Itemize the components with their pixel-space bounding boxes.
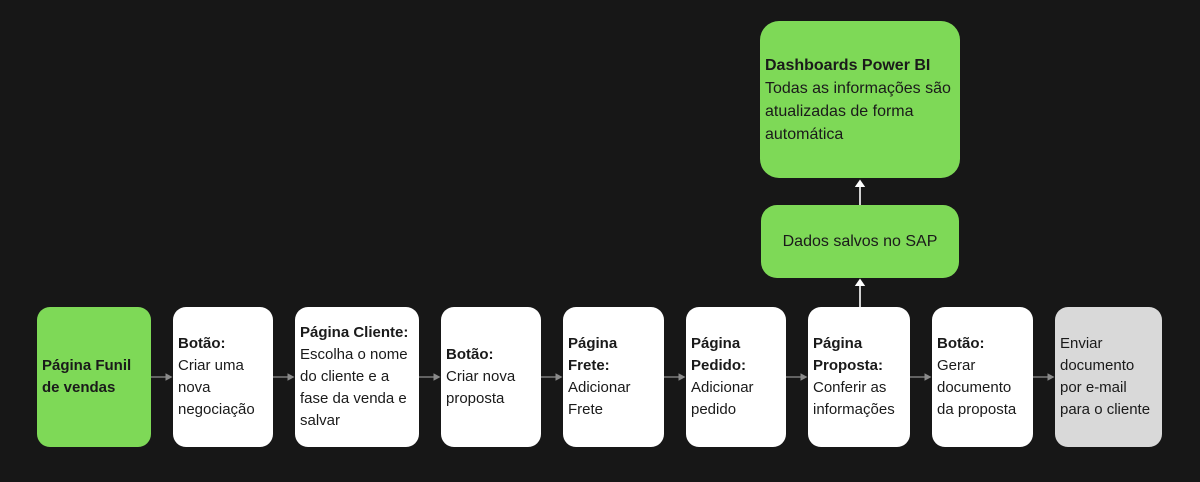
flow-row: Página Funil de vendas Botão: Criar uma … (37, 307, 1162, 447)
node-dashboards-powerbi: Dashboards Power BI Todas as informações… (760, 21, 960, 178)
node-title: Página Proposta: (813, 335, 884, 374)
flow-node-enviar-email: Enviar documento por e-mail para o clien… (1055, 307, 1162, 447)
node-title: Página Cliente: (300, 324, 409, 341)
flow-node-botao-nova-proposta: Botão: Criar nova proposta (441, 307, 541, 447)
node-desc: Todas as informações são atualizadas de … (765, 79, 951, 143)
node-title: Botão: (178, 335, 226, 352)
node-desc: Gerar documento da proposta (937, 357, 1017, 418)
node-desc: Criar nova proposta (446, 368, 516, 407)
arrow-right-icon (910, 307, 932, 447)
node-title: Página Funil de vendas (42, 357, 132, 396)
flow-node-funil-de-vendas: Página Funil de vendas (37, 307, 151, 447)
flow-node-pagina-cliente: Página Cliente: Escolha o nome do client… (295, 307, 419, 447)
node-desc: Enviar documento por e-mail para o clien… (1060, 335, 1151, 418)
node-title: Página Frete: (568, 335, 618, 374)
arrow-up-icon (854, 179, 866, 205)
node-desc: Adicionar pedido (691, 379, 754, 418)
node-label: Dados salvos no SAP (782, 232, 938, 250)
arrow-right-icon (541, 307, 563, 447)
arrow-right-icon (1033, 307, 1055, 447)
node-dados-salvos-sap: Dados salvos no SAP (761, 205, 959, 278)
node-title: Botão: (446, 346, 494, 363)
flow-node-pagina-frete: Página Frete: Adicionar Frete (563, 307, 664, 447)
node-desc: Escolha o nome do cliente e a fase da ve… (300, 346, 408, 429)
flow-node-pagina-proposta: Página Proposta: Conferir as informações (808, 307, 910, 447)
arrow-right-icon (419, 307, 441, 447)
arrow-right-icon (786, 307, 808, 447)
arrow-up-icon (854, 278, 866, 307)
flow-node-botao-gerar-documento: Botão: Gerar documento da proposta (932, 307, 1033, 447)
node-desc: Criar uma nova negociação (178, 357, 255, 418)
node-desc: Adicionar Frete (568, 379, 631, 418)
arrow-right-icon (151, 307, 173, 447)
node-title: Dashboards Power BI (765, 56, 931, 74)
node-title: Botão: (937, 335, 985, 352)
node-title: Página Pedido: (691, 335, 746, 374)
arrow-right-icon (664, 307, 686, 447)
arrow-right-icon (273, 307, 295, 447)
flow-node-pagina-pedido: Página Pedido: Adicionar pedido (686, 307, 786, 447)
node-desc: Conferir as informações (813, 379, 895, 418)
flow-node-botao-nova-negociacao: Botão: Criar uma nova negociação (173, 307, 273, 447)
